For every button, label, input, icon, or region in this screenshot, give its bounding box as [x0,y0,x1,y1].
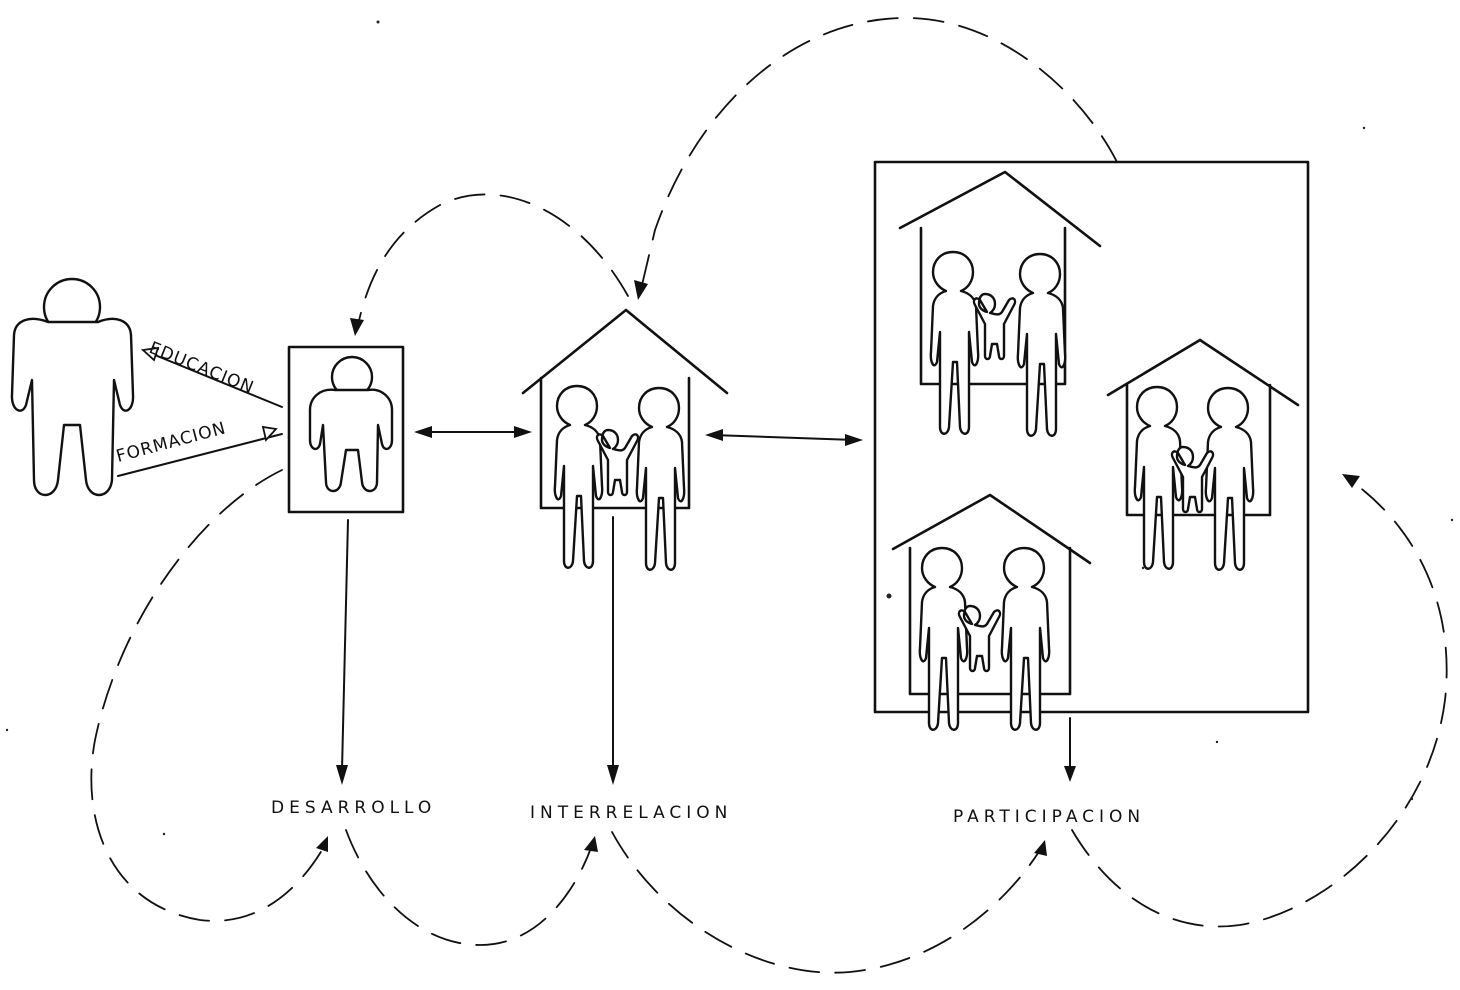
framed-person-icon [287,345,405,514]
scan-specks [5,20,1454,836]
person-figure-icon [10,277,135,497]
educacion-label: EDUCACION [146,338,257,398]
formacion-arrow [117,425,283,477]
house-3-icon [891,493,1092,731]
loop-arrowhead-family [634,280,648,300]
individual-family-double-arrow [414,426,532,438]
loop-participacion-to-community [1071,479,1448,928]
educacion-arrow [140,346,283,408]
loop-individual-to-desarrollo [90,469,326,922]
house-2-icon [1106,338,1300,571]
participacion-down-arrow [1064,717,1076,782]
loop-arrowhead-individual [350,318,364,336]
loop-arrowhead-participacion [1034,840,1047,856]
loop-interrelacion-to-participacion [611,831,1041,974]
house-family-icon [521,308,729,571]
loop-desarrollo-to-interrelacion [345,829,593,946]
house-1-icon [898,170,1102,437]
family-community-double-arrow [705,429,863,446]
loop-arrowhead-community [1342,474,1360,488]
feedback-loops [90,17,1448,974]
interrelacion-label: INTERRELACION [530,803,732,823]
loop-arrowhead-desarrollo [316,836,328,852]
interrelacion-down-arrow [607,516,619,785]
loop-arrowhead-interrelacion [584,836,598,852]
loop-community-to-family [641,17,1118,286]
community-houses-icon [873,160,1310,731]
desarrollo-down-arrow [336,519,349,785]
loop-family-to-individual [357,193,629,326]
participacion-label: PARTICIPACION [953,807,1145,827]
desarrollo-label: DESARROLLO [271,798,436,818]
formacion-label: FORMACION [114,418,228,467]
